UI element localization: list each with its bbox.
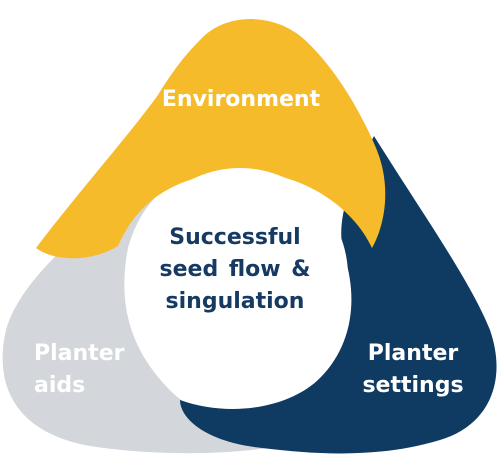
planter-settings-label-line-2: settings [362, 373, 464, 398]
planter-settings-label: Planter settings [352, 338, 474, 402]
environment-label-line: Environment [161, 87, 321, 112]
center-circle [132, 168, 348, 384]
planter-aids-label: Planter aids [34, 338, 154, 402]
planter-settings-label-line-1: Planter [367, 341, 459, 366]
planter-aids-label-line-2: aids [34, 373, 86, 398]
center-title-line-2: seed flow & [159, 257, 311, 282]
planter-aids-label-line-1: Planter [34, 341, 125, 366]
environment-segment [36, 19, 386, 259]
environment-label: Environment [152, 84, 330, 116]
planter-settings-segment [180, 136, 497, 454]
center-title-line-1: Successful [169, 225, 301, 250]
center-title: Successful seed flow & singulation [150, 222, 320, 318]
center-title-line-3: singulation [165, 289, 305, 314]
